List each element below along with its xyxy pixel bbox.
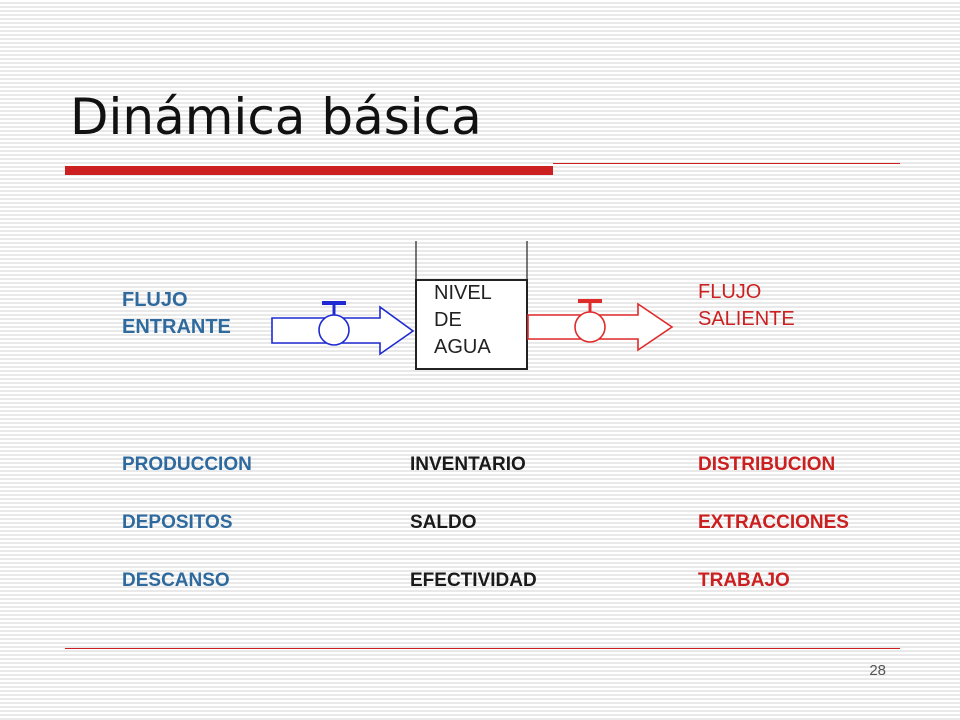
inflow-label-line: FLUJO <box>122 289 188 311</box>
title-underline-bar <box>65 166 553 175</box>
tank-label-line: DE <box>434 309 462 331</box>
table-cell-left: DEPOSITOS <box>122 512 233 533</box>
table-cell-middle: INVENTARIO <box>410 454 526 475</box>
inflow-label-line: ENTRANTE <box>122 316 231 338</box>
tank-label: NIVEL DE AGUA <box>434 280 492 361</box>
table-cell-right: EXTRACCIONES <box>698 512 849 533</box>
inflow-label: FLUJO ENTRANTE <box>122 287 231 341</box>
outflow-label: FLUJO SALIENTE <box>698 279 795 333</box>
table-cell-middle: EFECTIVIDAD <box>410 570 537 591</box>
outflow-label-line: FLUJO <box>698 281 762 303</box>
table-cell-right: TRABAJO <box>698 570 790 591</box>
table-cell-right: DISTRIBUCION <box>698 454 836 475</box>
tank-label-line: NIVEL <box>434 282 492 304</box>
outflow-label-line: SALIENTE <box>698 308 795 330</box>
table-cell-middle: SALDO <box>410 512 477 533</box>
table-cell-left: PRODUCCION <box>122 454 252 475</box>
inflow-valve-icon <box>318 301 350 346</box>
water-tank <box>415 241 528 370</box>
tank-label-line: AGUA <box>434 336 491 358</box>
outflow-valve-icon <box>574 299 606 343</box>
title-rule-line <box>553 163 900 164</box>
page-number: 28 <box>869 662 886 679</box>
slide-title: Dinámica básica <box>70 88 482 146</box>
footer-rule-line <box>65 648 900 649</box>
table-cell-left: DESCANSO <box>122 570 230 591</box>
